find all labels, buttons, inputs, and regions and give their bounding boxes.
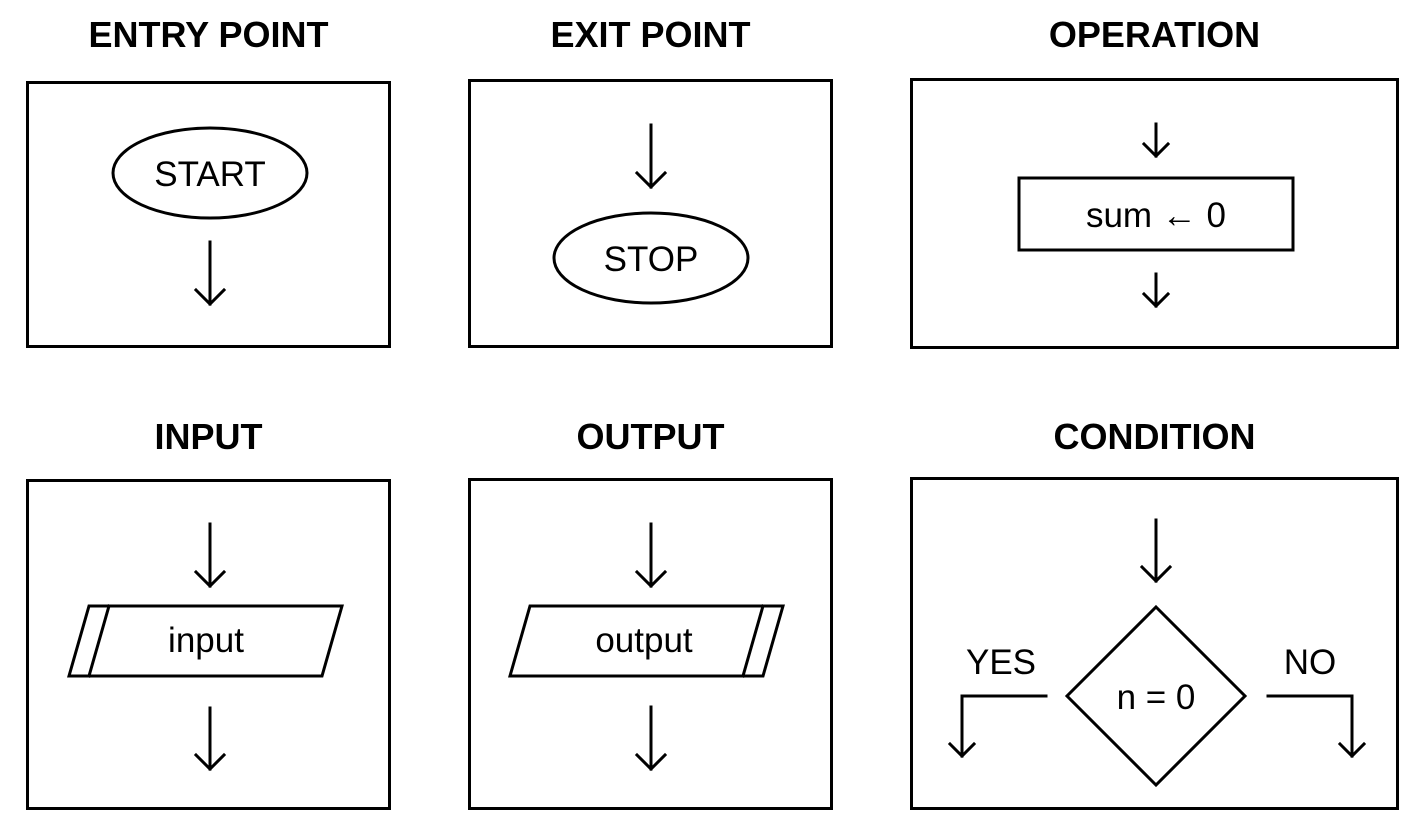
start-label: START [154, 155, 266, 194]
yes-label: YES [966, 643, 1036, 682]
exit-point-panel: STOP [468, 79, 833, 348]
input-parallelogram [67, 604, 344, 678]
process-box [1017, 176, 1295, 252]
output-panel: output [468, 478, 833, 810]
down-arrow-icon [1139, 518, 1173, 584]
output-parallelogram [508, 604, 785, 678]
condition-diagram: n = 0 YES NO [947, 518, 1367, 788]
down-arrow-icon [634, 705, 668, 772]
output-title: OUTPUT [576, 416, 725, 457]
process-label: sum ← 0 [1086, 196, 1226, 235]
operation-title: OPERATION [1048, 14, 1261, 55]
output-diagram: output [508, 522, 785, 772]
entry-point-diagram: START [111, 126, 309, 307]
operation-diagram: sum ← 0 [1017, 122, 1295, 309]
input-diagram: input [67, 522, 344, 772]
output-side-stripe [741, 604, 765, 678]
decision-diamond [1064, 604, 1248, 788]
down-arrow-icon [634, 522, 668, 589]
yes-branch-arrow [947, 694, 1048, 759]
input-side-stripe [87, 604, 111, 678]
down-arrow-icon [193, 240, 227, 307]
input-panel: input [26, 479, 391, 810]
no-branch-arrow [1266, 694, 1367, 759]
output-label: output [595, 621, 693, 660]
input-label: input [168, 621, 244, 660]
input-title: INPUT [154, 416, 263, 457]
start-terminator [111, 126, 309, 220]
down-arrow-icon [634, 123, 668, 190]
operation-panel: sum ← 0 [910, 78, 1399, 349]
condition-title: CONDITION [1053, 416, 1256, 457]
entry-point-title: ENTRY POINT [88, 14, 329, 55]
condition-panel: n = 0 YES NO [910, 477, 1399, 810]
down-arrow-icon [1141, 272, 1171, 309]
stop-terminator [552, 211, 750, 305]
stop-label: STOP [604, 240, 699, 279]
decision-label: n = 0 [1117, 678, 1196, 717]
exit-point-diagram: STOP [552, 123, 750, 305]
down-arrow-icon [1141, 122, 1171, 159]
no-label: NO [1284, 643, 1337, 682]
entry-point-panel: START [26, 81, 391, 348]
down-arrow-icon [193, 522, 227, 589]
exit-point-title: EXIT POINT [550, 14, 751, 55]
down-arrow-icon [193, 706, 227, 772]
